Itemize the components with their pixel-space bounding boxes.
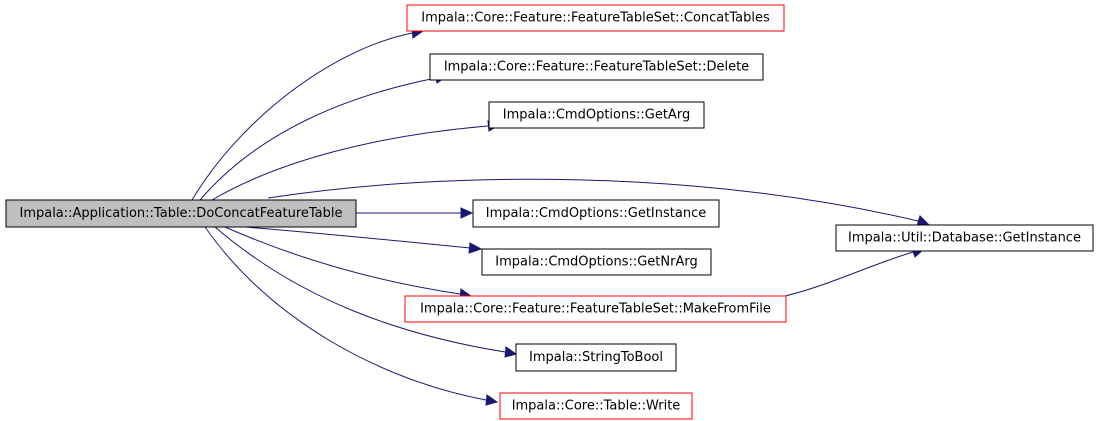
node-getnrarg[interactable]: Impala::CmdOptions::GetNrArg [481,248,712,276]
node-delete[interactable]: Impala::Core::Feature::FeatureTableSet::… [429,53,764,81]
node-stringtobool[interactable]: Impala::StringToBool [515,343,677,372]
node-root-label: Impala::Application::Table::DoConcatFeat… [19,206,342,221]
node-getnrarg-box [481,248,712,276]
node-table-write-box [499,392,693,420]
node-getnrarg-label: Impala::CmdOptions::GetNrArg [495,255,697,270]
node-concattables-box [406,4,785,32]
edge-root-to-table-write [204,226,499,406]
node-makefromfile-box [404,295,787,323]
node-delete-box [429,53,764,81]
node-cmdoptions-getinstance[interactable]: Impala::CmdOptions::GetInstance [472,199,720,228]
node-cmdoptions-getinstance-box [472,199,720,228]
edge-root-to-getarg [211,120,501,201]
node-cmdoptions-getinstance-label: Impala::CmdOptions::GetInstance [486,206,706,221]
edge-root-to-delete [199,72,449,201]
edge-root-to-concattables [191,27,425,201]
node-stringtobool-label: Impala::StringToBool [529,350,663,365]
node-delete-label: Impala::Core::Feature::FeatureTableSet::… [444,60,749,75]
node-makefromfile-label: Impala::Core::Feature::FeatureTableSet::… [420,302,771,317]
node-root[interactable]: Impala::Application::Table::DoConcatFeat… [5,199,357,228]
node-database-getinstance[interactable]: Impala::Util::Database::GetInstance [835,224,1094,252]
node-table-write-label: Impala::Core::Table::Write [512,399,681,414]
node-database-getinstance-box [835,224,1094,252]
node-concattables[interactable]: Impala::Core::Feature::FeatureTableSet::… [406,4,785,32]
node-concattables-label: Impala::Core::Feature::FeatureTableSet::… [421,11,770,26]
edge-root-to-stringtobool [214,226,518,358]
node-database-getinstance-label: Impala::Util::Database::GetInstance [848,231,1081,246]
node-root-box [5,199,357,228]
node-table-write[interactable]: Impala::Core::Table::Write [499,392,693,420]
edge-root-to-getnrarg [244,226,483,254]
edge-root-to-cmdoptions-getinstance [356,207,474,219]
edge-makefromfile-to-database-getinstance [784,247,926,297]
node-makefromfile[interactable]: Impala::Core::Feature::FeatureTableSet::… [404,295,787,323]
node-getarg-box [488,101,705,129]
node-getarg-label: Impala::CmdOptions::GetArg [503,108,690,123]
node-stringtobool-box [515,343,677,372]
node-getarg[interactable]: Impala::CmdOptions::GetArg [488,101,705,129]
